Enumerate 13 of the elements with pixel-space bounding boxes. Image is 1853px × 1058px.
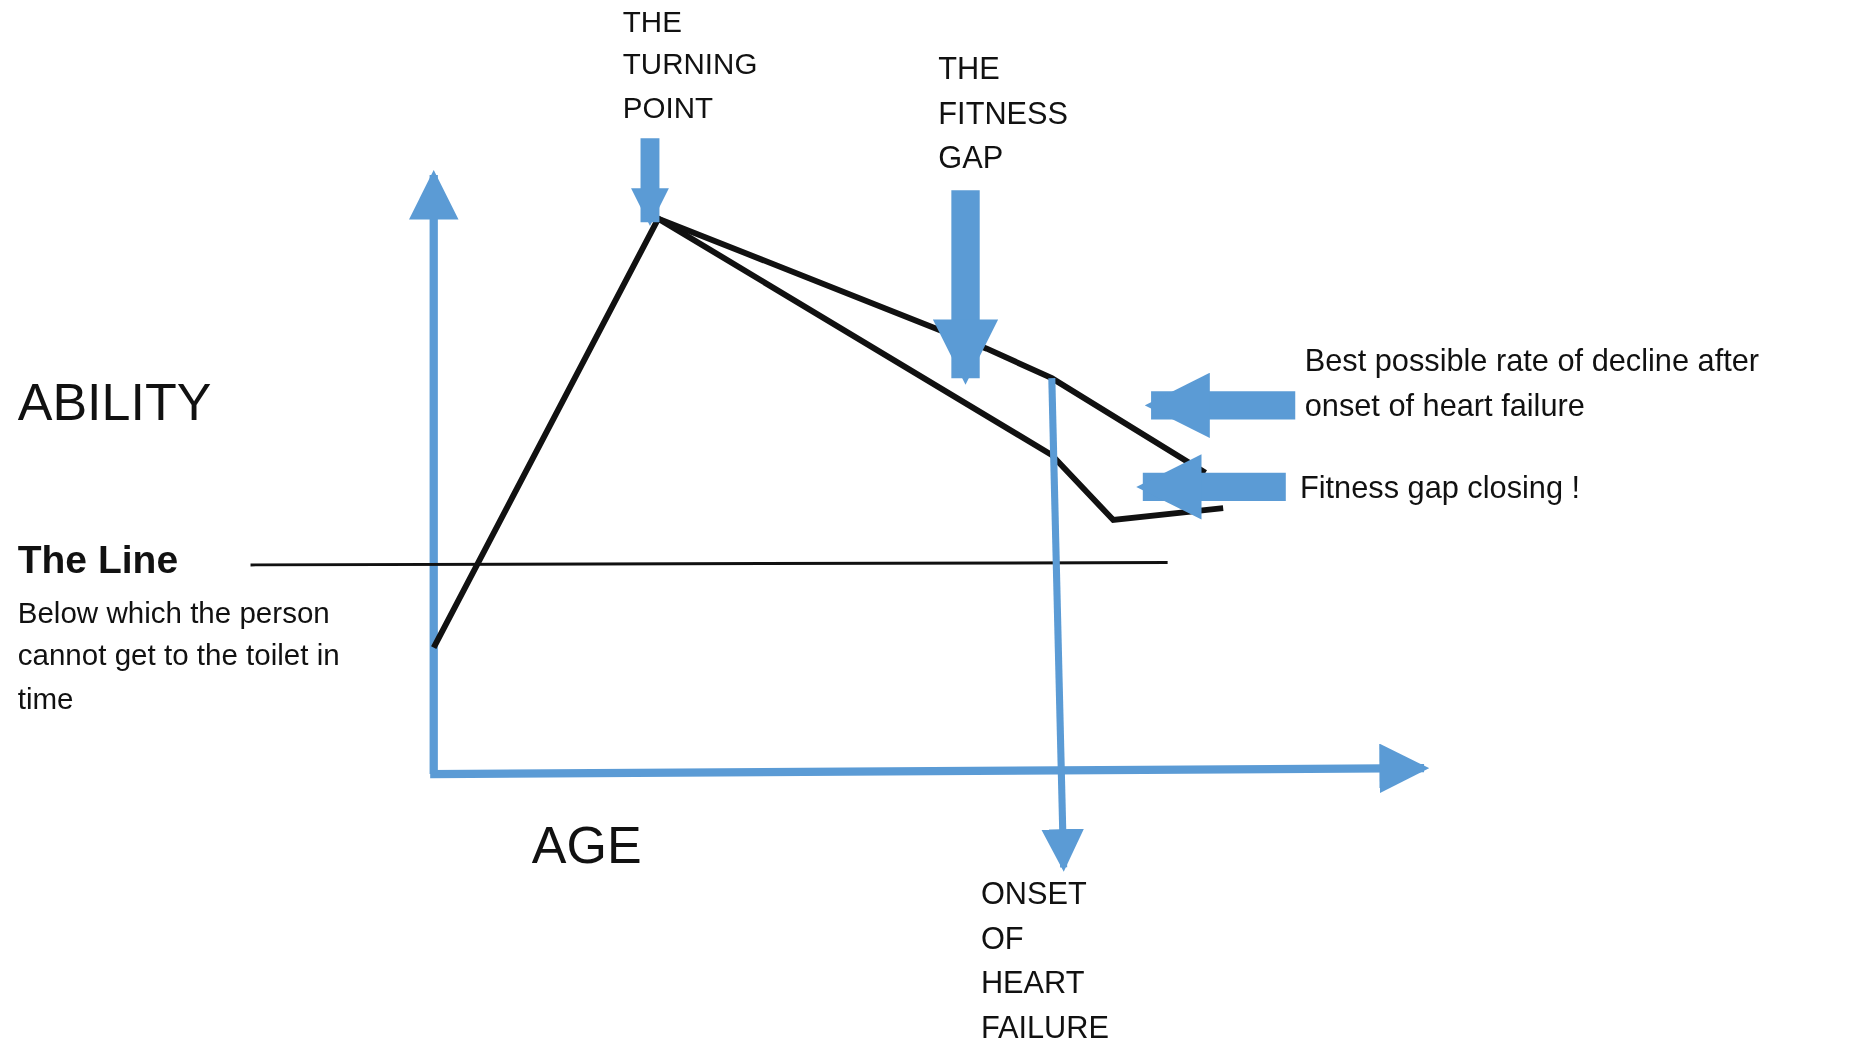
arrow: [1136, 454, 1286, 520]
callout-text: THE FITNESS GAP: [938, 47, 1081, 181]
callout-text: Best possible rate of decline after onset of heart failure: [1304, 339, 1825, 429]
axis-title: ABILITY: [17, 371, 213, 433]
axis-title: AGE: [531, 814, 643, 876]
line-title: The Line: [17, 536, 180, 584]
callout-text: ONSET OF HEART FAILURE: [980, 872, 1123, 1051]
callout-text: Fitness gap closing !: [1300, 465, 1655, 511]
line-description: Below which the person cannot get to the toilet in time: [17, 594, 341, 717]
callout-text: THE TURNING POINT: [622, 0, 789, 129]
arrow: [932, 190, 999, 385]
arrow: [631, 138, 669, 226]
arrow: [1144, 372, 1296, 438]
